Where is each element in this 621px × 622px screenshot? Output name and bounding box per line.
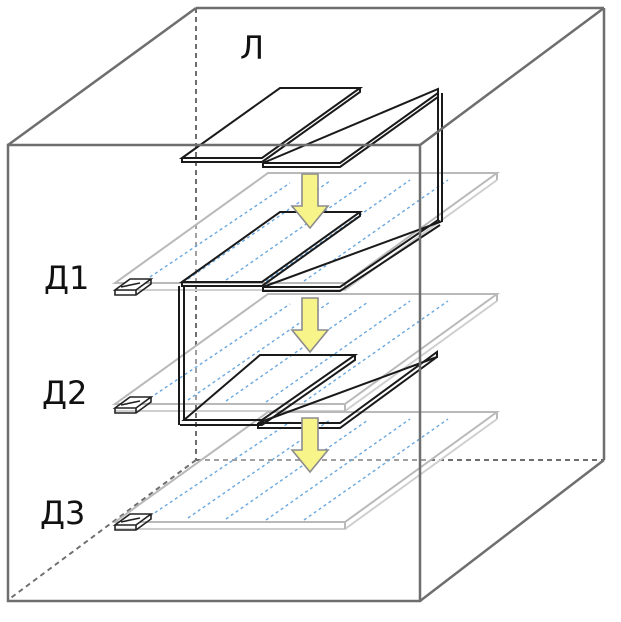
box-edges [6, 6, 606, 603]
detector-d1-label: Д1 [44, 259, 90, 297]
down-arrow-3-icon [290, 417, 330, 474]
beam-path [178, 87, 443, 429]
top-label: Л [240, 29, 265, 67]
down-arrow-1-icon [290, 173, 330, 230]
plate-d2 [111, 293, 501, 412]
down-arrow-2-icon [290, 297, 330, 354]
detector-d2-label: Д2 [42, 374, 88, 412]
detector-d3-icon [112, 513, 154, 531]
hidden-box-edges [7, 8, 604, 601]
plate-d1 [111, 172, 501, 291]
detector-d3-label: Д3 [40, 494, 86, 532]
detector-d1-icon [112, 278, 154, 296]
detector-d2-icon [112, 396, 154, 414]
